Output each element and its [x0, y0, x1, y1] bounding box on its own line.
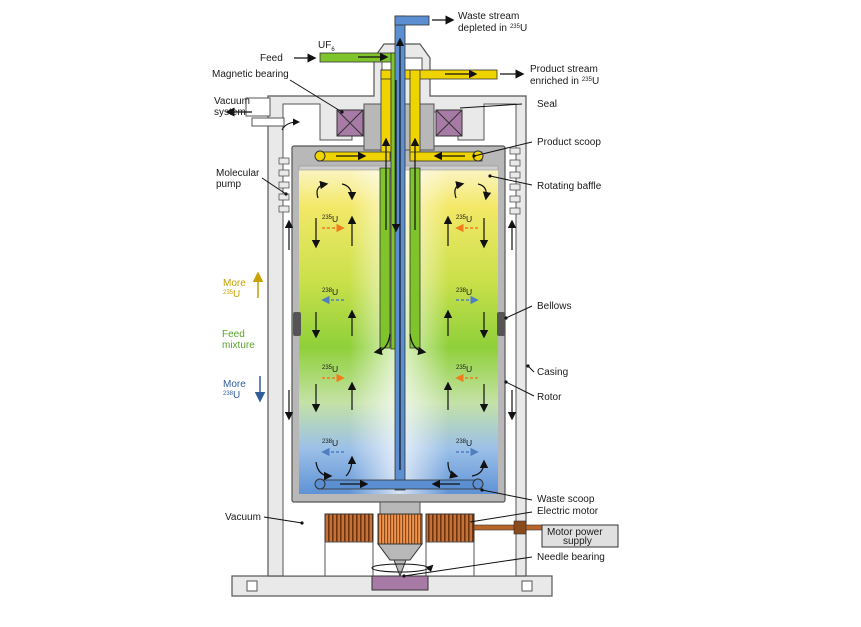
iso-238-lower-right: 238U [456, 438, 472, 448]
label-bellows: Bellows [537, 301, 571, 312]
label-seal: Seal [537, 99, 557, 110]
legend-more-235-iso: 235U [223, 289, 240, 300]
label-motor-power-1: Motor power [547, 527, 603, 538]
label-vacuum: Vacuum [225, 512, 261, 523]
legend: More 235U Feed mixture More 238U [222, 271, 266, 403]
legend-feed-mixture-2: mixture [222, 340, 255, 351]
label-molecular-pump-1: Molecular [216, 168, 260, 179]
bellows-right [497, 312, 505, 336]
label-product-scoop: Product scoop [537, 137, 601, 148]
label-molecular-pump-2: pump [216, 179, 241, 190]
legend-more-238-word: More [223, 379, 246, 390]
label-motor-power-2: supply [563, 536, 592, 547]
label-product-stream: Product stream [530, 64, 598, 75]
label-feed: Feed [260, 53, 283, 64]
motor-power-supply-box [541, 524, 619, 548]
label-magnetic-bearing: Magnetic bearing [212, 69, 289, 80]
iso-235-lower-right: 235U [456, 364, 472, 374]
label-waste-scoop: Waste scoop [537, 494, 595, 505]
bellows-left [293, 312, 301, 336]
label-needle-bearing: Needle bearing [537, 552, 605, 563]
iso-235-lower-left: 235U [322, 364, 338, 374]
label-uf6: UF6 [318, 40, 335, 53]
label-waste-stream: Waste stream [458, 11, 519, 22]
electric-motor [324, 513, 475, 577]
iso-235-upper-right: 235U [456, 214, 472, 224]
label-rotating-baffle: Rotating baffle [537, 181, 602, 192]
iso-235-upper-left: 235U [322, 214, 338, 224]
legend-more-238-iso: 238U [223, 390, 240, 401]
molecular-pump-fins [278, 147, 521, 215]
magnetic-bearing [336, 109, 463, 137]
iso-238-lower-left: 238U [322, 438, 338, 448]
iso-238-upper-right: 238U [456, 287, 472, 297]
isotope-labels: 235U 235U 238U 238U 235U 235U 238U 238U [322, 214, 472, 448]
needle-bearing [371, 559, 434, 591]
label-vacuum-system-2: system [214, 107, 246, 118]
iso-238-upper-left: 238U [322, 287, 338, 297]
legend-more-235-word: More [223, 278, 246, 289]
label-vacuum-system-1: Vacuum [214, 96, 250, 107]
label-rotor: Rotor [537, 392, 562, 403]
label-electric-motor: Electric motor [537, 506, 599, 517]
label-casing: Casing [537, 367, 568, 378]
legend-feed-mixture-1: Feed [222, 329, 245, 340]
